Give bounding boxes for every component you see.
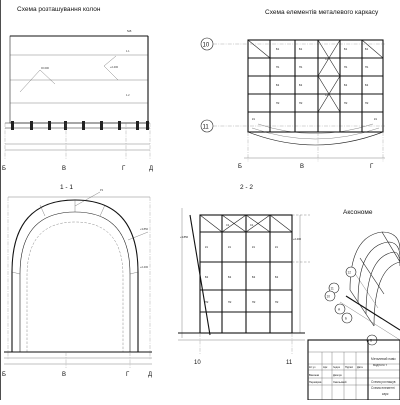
- role-cell: Виконав: [309, 373, 320, 377]
- title-block-desc-1: Металевий навіс: [371, 357, 396, 361]
- header-cell: Підпис: [345, 365, 354, 369]
- svg-text:Б1: Б1: [299, 47, 303, 51]
- section-2-2-axis: 11: [286, 360, 293, 366]
- axis-label: Г: [122, 166, 126, 172]
- column-layout-title: Схема розташування колон: [17, 6, 101, 13]
- column-layout-top-label: 5кВ: [127, 29, 132, 33]
- svg-text:К1: К1: [205, 245, 209, 249]
- svg-text:Р1: Р1: [100, 188, 104, 192]
- svg-text:С1: С1: [226, 223, 230, 227]
- header-cell: Арк: [323, 365, 328, 369]
- section-1-1-title: 1 - 1: [60, 184, 73, 191]
- title-block-roles: Виконав Перевірив Демчук Хмельовий: [309, 373, 347, 384]
- title-block-sheet-2: Схема елементі: [371, 386, 395, 390]
- axis-label: Б: [345, 317, 347, 321]
- header-cell: Кл.уч: [309, 365, 316, 369]
- title-block-sheet-1: Схема розташув: [371, 380, 396, 384]
- svg-text:К1: К1: [252, 117, 256, 121]
- axis-label: 12: [348, 271, 352, 275]
- axonometry-view: Аксономе 12 11 10 А Б В: [324, 209, 400, 346]
- column-markers: [11, 121, 149, 130]
- svg-text:Б2: Б2: [276, 83, 280, 87]
- svg-text:П2: П2: [299, 101, 303, 105]
- svg-text:Б2: Б2: [252, 275, 256, 279]
- axis-label: Г: [126, 372, 130, 378]
- svg-text:±0.000: ±0.000: [41, 66, 49, 70]
- svg-text:П2: П2: [365, 101, 369, 105]
- axis-label: В: [62, 166, 66, 172]
- svg-text:Б2: Б2: [275, 275, 279, 279]
- svg-text:1.1: 1.1: [126, 49, 130, 53]
- frame-bottom-axis: Б: [238, 164, 242, 170]
- svg-text:П2: П2: [205, 300, 209, 304]
- section-1-1-axis-labels: Б В Г Д: [2, 372, 152, 378]
- svg-text:Б1: Б1: [344, 47, 348, 51]
- svg-text:П2: П2: [344, 101, 348, 105]
- svg-text:Б1: Б1: [365, 47, 369, 51]
- axonometry-title: Аксономе: [343, 209, 373, 216]
- section-2-2-axis: 10: [194, 360, 201, 366]
- svg-text:Б2: Б2: [228, 275, 232, 279]
- svg-text:+2.400: +2.400: [140, 265, 149, 269]
- frame-bottom-axis: В: [300, 164, 304, 170]
- svg-text:С1: С1: [325, 57, 329, 61]
- section-2-2-view: 2 - 2 С1 С1 К1 К1 К1 К1 Б2 Б2 Б2 Б2 П2 П2 П2 П2 +3…: [178, 184, 310, 366]
- column-layout-axis-labels: Б В Г Д: [2, 166, 153, 172]
- axis-label: 10: [327, 295, 331, 299]
- svg-text:С1: С1: [250, 223, 254, 227]
- section-2-2-title: 2 - 2: [240, 184, 253, 191]
- svg-text:Б1: Б1: [276, 47, 280, 51]
- frame-axis-11: 11: [203, 125, 210, 131]
- svg-text:С1: С1: [325, 93, 329, 97]
- title-block-headers: Кл.уч Арк №док Підпис Дата: [309, 365, 363, 369]
- axis-label: Д: [149, 166, 153, 172]
- frame-bottom-axis: Г: [370, 164, 374, 170]
- svg-text:К1: К1: [275, 245, 279, 249]
- axis-label: А: [338, 308, 341, 312]
- svg-text:Б2: Б2: [344, 83, 348, 87]
- axis-label: Б: [2, 372, 6, 378]
- title-block-sheet-3: карк: [382, 392, 389, 396]
- svg-text:+3.850: +3.850: [180, 235, 189, 239]
- svg-text:П2: П2: [276, 101, 280, 105]
- axis-label: 11: [331, 287, 335, 291]
- svg-text:П1: П1: [365, 65, 369, 69]
- name-cell: Демчук: [333, 373, 343, 377]
- axis-label: Б: [2, 166, 6, 172]
- axis-label: В: [62, 372, 66, 378]
- svg-text:Б2: Б2: [365, 83, 369, 87]
- svg-text:П1: П1: [299, 65, 303, 69]
- title-block-desc-2: водного т: [373, 363, 388, 367]
- svg-text:1.2: 1.2: [126, 93, 130, 97]
- frame-axis-10: 10: [203, 43, 210, 49]
- frame-elements-title: Схема елементів металевого каркасу: [265, 8, 379, 16]
- svg-text:Б2: Б2: [205, 275, 209, 279]
- svg-text:Б2: Б2: [299, 83, 303, 87]
- axis-label: Д: [148, 372, 152, 378]
- svg-text:+3.850: +3.850: [140, 227, 149, 231]
- svg-text:К1: К1: [374, 117, 378, 121]
- svg-text:П1: П1: [276, 65, 280, 69]
- name-cell: Хмельовий: [333, 380, 347, 384]
- svg-text:+2.400: +2.400: [293, 237, 302, 241]
- role-cell: Перевірив: [309, 380, 322, 384]
- svg-text:К1: К1: [228, 245, 232, 249]
- svg-text:П2: П2: [252, 300, 256, 304]
- header-cell: №док: [333, 366, 341, 369]
- axonometry-axes: 12 11 10 А Б В: [324, 266, 378, 346]
- svg-text:П1: П1: [344, 65, 348, 69]
- column-layout-view: Схема розташування колон 5кВ ±0.000 +2.4…: [2, 6, 153, 172]
- svg-text:+2.400: +2.400: [110, 65, 119, 69]
- svg-text:П2: П2: [228, 300, 232, 304]
- svg-text:К1: К1: [252, 245, 256, 249]
- header-cell: Дата: [357, 365, 363, 369]
- svg-text:П2: П2: [275, 300, 279, 304]
- frame-elements-view: Схема елементів металевого каркасу 10 11: [200, 8, 385, 170]
- section-1-1-view: 1 - 1 Р1 +3.850 +2.400 Б В Г Д: [2, 184, 152, 378]
